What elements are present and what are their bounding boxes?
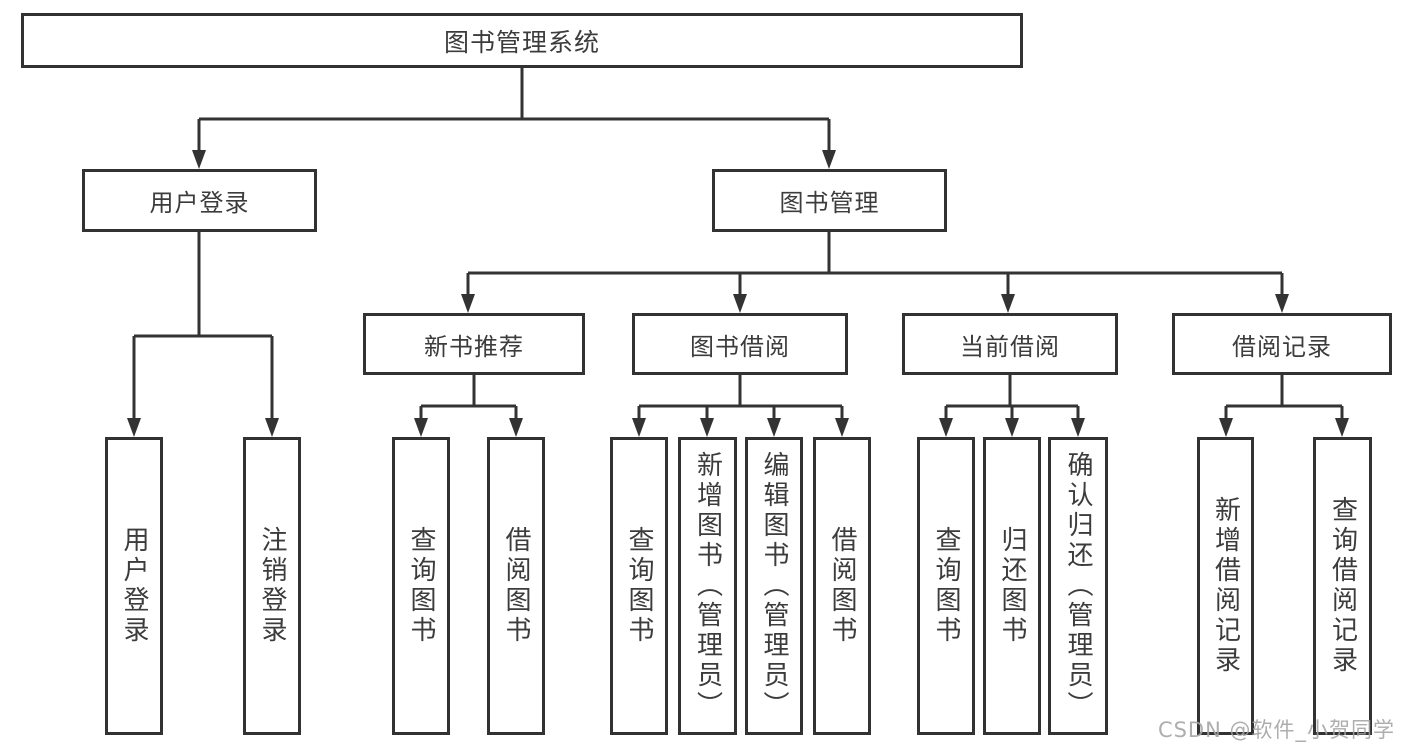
leaf-borrow-books-recommend: 借阅图书 (487, 437, 545, 735)
leaf-label: 查询图书 (624, 526, 654, 646)
node-label: 新书推荐 (424, 332, 524, 361)
csdn-watermark: CSDN @软件_小贺同学 (1157, 718, 1395, 742)
leaf-user-login: 用户登录 (105, 437, 163, 735)
leaf-label: 查询图书 (931, 526, 961, 646)
leaf-query-books-current: 查询图书 (917, 437, 975, 735)
node-label: 图书管理 (779, 189, 880, 217)
leaf-label: 编辑图书（管理员） (759, 451, 789, 721)
node-current-borrowing: 当前借阅 (902, 313, 1118, 375)
leaf-label: 借阅图书 (827, 526, 857, 646)
leaf-label: 用户登录 (119, 526, 149, 646)
leaf-label: 新增借阅记录 (1210, 496, 1241, 676)
leaf-query-borrow-record: 查询借阅记录 (1313, 437, 1372, 735)
leaf-label: 借阅图书 (501, 526, 531, 646)
leaf-logout: 注销登录 (243, 437, 301, 735)
leaf-add-borrow-record: 新增借阅记录 (1197, 437, 1254, 735)
leaf-label: 归还图书 (997, 526, 1027, 646)
node-book-borrowing: 图书借阅 (632, 313, 848, 375)
leaf-confirm-return-admin: 确认归还（管理员） (1048, 437, 1108, 735)
leaf-query-books-recommend: 查询图书 (392, 437, 450, 735)
node-book-management-branch: 图书管理 (712, 169, 947, 232)
leaf-label: 新增图书（管理员） (692, 451, 723, 721)
node-label: 图书借阅 (690, 332, 790, 361)
leaf-return-books: 归还图书 (983, 437, 1041, 735)
node-label: 借阅记录 (1232, 332, 1332, 361)
node-label: 用户登录 (149, 189, 250, 217)
node-library-management-system: 图书管理系统 (21, 13, 1023, 68)
node-new-book-recommendation: 新书推荐 (363, 313, 585, 375)
node-label: 当前借阅 (960, 332, 1060, 361)
node-user-login-branch: 用户登录 (82, 169, 317, 232)
leaf-add-books-admin: 新增图书（管理员） (678, 437, 737, 735)
leaf-query-books-borrowing: 查询图书 (610, 437, 668, 735)
leaf-borrow-books-borrowing: 借阅图书 (813, 437, 871, 735)
node-label: 图书管理系统 (443, 27, 600, 57)
leaf-edit-books-admin: 编辑图书（管理员） (745, 437, 803, 735)
leaf-label: 查询借阅记录 (1327, 496, 1358, 676)
leaf-label: 查询图书 (406, 526, 436, 646)
leaf-label: 确认归还（管理员） (1063, 451, 1093, 721)
leaf-label: 注销登录 (257, 526, 287, 646)
node-borrowing-records: 借阅记录 (1172, 313, 1392, 375)
